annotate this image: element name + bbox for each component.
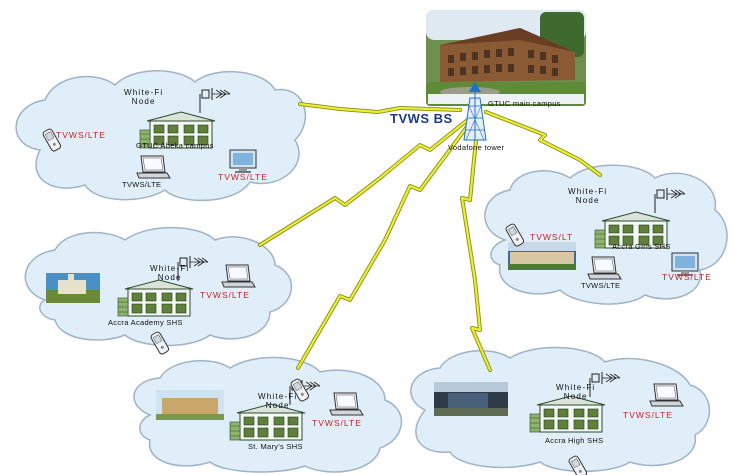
stmarys-photo <box>156 390 224 420</box>
laptop-tvws-label: TVWS/LTE <box>581 281 621 290</box>
site-label: Accra High SHS <box>545 436 604 445</box>
tvws-label: TVWS/LTE <box>623 410 673 420</box>
white-fi-node-label: White-Fi Node <box>150 264 190 282</box>
white-fi-node-label: White-Fi Node <box>124 88 164 106</box>
site-label: Accra Girls SHS <box>612 242 671 251</box>
site-label: GTUC Abeka campus <box>136 141 214 150</box>
tvws-label: TVWS/LTE <box>200 290 250 300</box>
laptop-tvws-label: TVWS/LTE <box>122 180 162 189</box>
tower-label: Vodafone tower <box>448 143 505 152</box>
base-station-label: TVWS BS <box>390 111 453 126</box>
white-fi-node-label: White-Fi Node <box>556 383 596 401</box>
tvws-label: TVWS/LTE <box>662 272 712 282</box>
white-fi-node-label: White-Fi Node <box>568 187 608 205</box>
vodafone-tower <box>463 82 487 141</box>
campus-photo <box>426 10 586 106</box>
accrahigh-photo <box>434 382 508 416</box>
girls-photo <box>508 242 576 270</box>
academy-photo <box>46 273 100 303</box>
tvws-label: TVWS/LTE <box>218 172 268 182</box>
site-label: St. Mary's SHS <box>248 442 303 451</box>
site-label: Accra Academy SHS <box>108 318 183 327</box>
campus-label: GTUC main campus <box>488 99 561 108</box>
tvws-label: TVWS/LTE <box>56 130 106 140</box>
tvws-label: TVWS/LTE <box>312 418 362 428</box>
tvws-label: TVWS/LT <box>530 232 574 242</box>
white-fi-node-label: White-Fi Node <box>258 392 298 410</box>
tvws-links-fill <box>258 102 602 372</box>
